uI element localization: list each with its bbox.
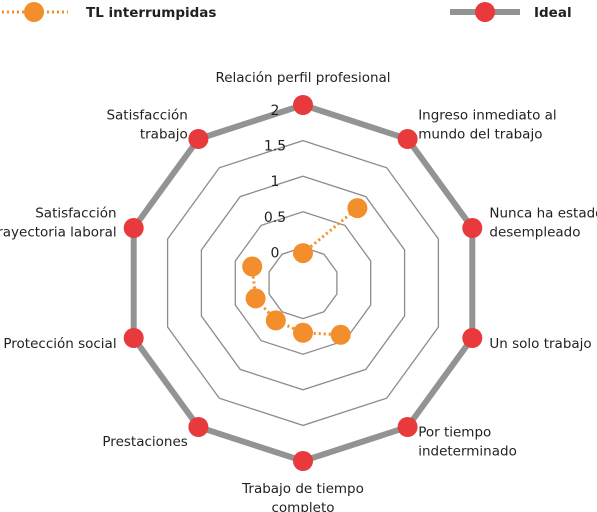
axis-label-5-line-0: Trabajo de tiempo — [241, 481, 364, 497]
tick-label-1: 0.5 — [264, 210, 286, 226]
tl-point-5 — [293, 322, 313, 343]
grid-ring-1 — [234, 211, 372, 355]
ideal-point-7 — [123, 328, 144, 348]
ideal-line — [130, 101, 476, 465]
axis-label-0-line-0: Relación perfil profesional — [215, 70, 390, 86]
axis-label-7: Protección social — [3, 336, 116, 352]
ideal-point-6 — [188, 417, 209, 437]
tick-label-0: 0 — [271, 245, 280, 261]
axis-label-2: Nunca ha estado desempleado — [489, 205, 597, 240]
tick-label-3: 1.5 — [264, 139, 286, 155]
axis-label-8-line-0: Satisfacción — [35, 205, 116, 221]
axis-label-4-line-0: Por tiempo — [418, 425, 491, 441]
axis-label-2-line-1: desempleado — [489, 224, 580, 240]
ideal-point-1 — [397, 129, 418, 149]
axis-label-5: Trabajo de tiempo completo — [241, 481, 364, 512]
axis-label-9-line-0: Satisfacción — [106, 107, 187, 123]
tl-point-1 — [347, 198, 368, 219]
grid-ring-3 — [166, 139, 440, 427]
legend-label-ideal: Ideal — [534, 5, 572, 21]
axis-label-3-line-0: Un solo trabajo — [489, 336, 591, 352]
ideal-point-2 — [462, 218, 483, 238]
series-ideal — [123, 95, 483, 471]
series-tl-interrumpidas — [242, 198, 368, 345]
axis-label-9-line-1: trabajo — [140, 126, 188, 142]
ideal-point-0 — [293, 95, 313, 115]
ideal-point-9 — [188, 129, 209, 149]
tl-point-7 — [245, 288, 266, 309]
tick-label-4: 2 — [271, 103, 280, 119]
legend-item-tl-interrumpidas: TL interrumpidas — [2, 2, 216, 22]
axis-label-4: Por tiempo indeterminado — [418, 425, 517, 460]
tl-point-4 — [330, 324, 351, 345]
tl-point-0 — [293, 243, 313, 264]
axis-label-8: Satisfacción trayectoria laboral — [0, 205, 117, 240]
axis-label-3: Un solo trabajo — [489, 336, 591, 352]
axis-label-8-line-1: trayectoria laboral — [0, 224, 117, 240]
legend-item-ideal: Ideal — [450, 2, 572, 22]
axis-label-2-line-0: Nunca ha estado — [489, 205, 597, 221]
grid-ring-2 — [200, 175, 406, 391]
tl-line-segment-0 — [302, 206, 359, 255]
tl-point-6 — [265, 310, 286, 331]
grid-ring-0 — [268, 246, 338, 320]
legend-label-tl: TL interrumpidas — [86, 5, 216, 21]
legend: TL interrumpidas Ideal — [2, 2, 572, 22]
radar-grid — [166, 139, 440, 427]
ideal-point-4 — [397, 417, 418, 437]
tick-label-2: 1 — [271, 174, 280, 190]
ideal-point-8 — [123, 218, 144, 238]
axis-label-4-line-1: indeterminado — [418, 444, 517, 460]
tl-point-8 — [242, 256, 263, 277]
axis-label-5-line-1: completo — [271, 500, 334, 512]
ideal-point-3 — [462, 328, 483, 348]
legend-marker-tl — [24, 2, 44, 22]
ideal-point-5 — [293, 451, 313, 471]
axis-label-6-line-0: Prestaciones — [102, 434, 187, 450]
axis-label-7-line-0: Protección social — [3, 336, 116, 352]
axis-label-9: Satisfacción trabajo — [106, 107, 187, 142]
axis-label-1-line-0: Ingreso inmediato al — [418, 107, 556, 123]
axis-label-1: Ingreso inmediato al mundo del trabajo — [418, 107, 556, 142]
axis-label-0: Relación perfil profesional — [215, 70, 390, 86]
axis-label-6: Prestaciones — [102, 434, 187, 450]
axis-label-1-line-1: mundo del trabajo — [418, 126, 542, 142]
radial-tick-labels: 0 0.5 1 1.5 2 — [264, 103, 286, 261]
legend-marker-ideal — [475, 2, 495, 22]
